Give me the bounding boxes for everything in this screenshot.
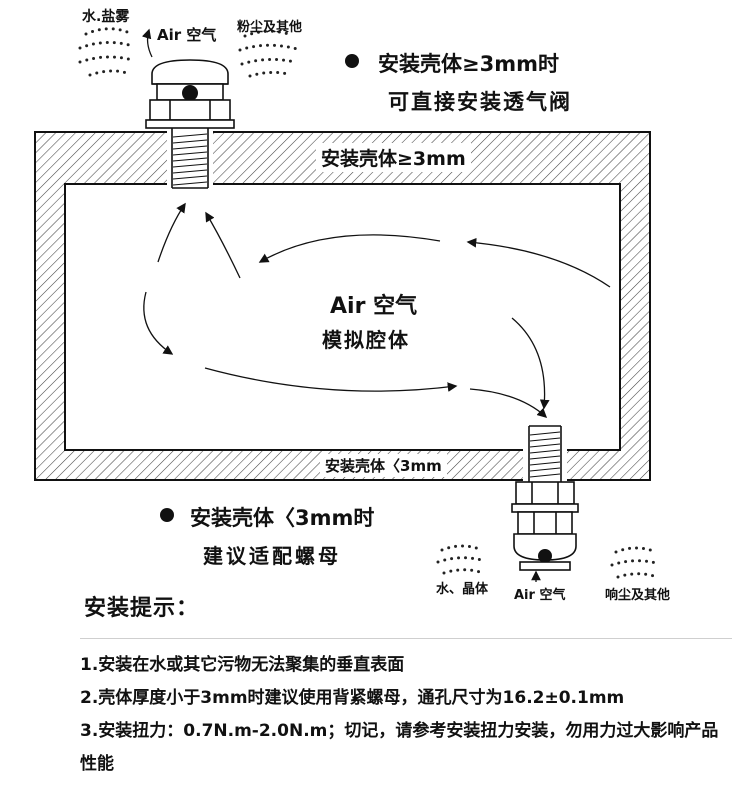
bottom-valve-water-label: 水、晶体 <box>436 582 489 597</box>
airflow-arrows <box>141 28 611 582</box>
note-thin-line1: 安装壳体〈3mm时 <box>190 506 375 530</box>
top-valve-air-label: Air 空气 <box>157 26 217 44</box>
top-wall-thickness-label: 安装壳体≥3mm <box>316 143 471 172</box>
note-thick-line1: 安装壳体≥3mm时 <box>378 52 559 76</box>
particle-cloud-top-left <box>78 27 135 77</box>
tips-item-2: 2.壳体厚度小于3mm时建议使用背紧螺母，通孔尺寸为16.2±0.1mm <box>80 688 625 708</box>
tips-list: 1.安装在水或其它污物无法聚集的垂直表面 2.壳体厚度小于3mm时建议使用背紧螺… <box>80 638 732 781</box>
tips-title: 安装提示： <box>84 596 200 621</box>
bottom-wall-thickness-label: 安装壳体〈3mm <box>320 454 447 477</box>
particle-cloud-bottom-left <box>436 544 487 575</box>
chamber-name-label: 模拟腔体 <box>322 328 410 352</box>
note-thick-line2: 可直接安装透气阀 <box>388 90 572 114</box>
bullet-note-thin <box>160 508 174 522</box>
bullet-note-thick <box>345 54 359 68</box>
vent-valve-bottom <box>511 425 579 571</box>
top-valve-dust-label: 粉尘及其他 <box>237 20 303 35</box>
particle-cloud-top-right <box>238 29 299 78</box>
note-thin-line2: 建议适配螺母 <box>203 544 341 568</box>
bottom-valve-air-label: Air 空气 <box>514 588 566 603</box>
chamber-air-label: Air 空气 <box>330 294 418 319</box>
tips-item-1: 1.安装在水或其它污物无法聚集的垂直表面 <box>80 655 405 675</box>
bottom-valve-dust-label: 响尘及其他 <box>605 588 671 603</box>
top-valve-water-label: 水.盐雾 <box>82 9 130 25</box>
particle-cloud-bottom-right <box>610 546 662 579</box>
tips-item-3: 3.安装扭力：0.7N.m-2.0N.m；切记，请参考安装扭力安装，勿用力过大影… <box>80 721 719 774</box>
vent-valve-top <box>145 59 235 189</box>
